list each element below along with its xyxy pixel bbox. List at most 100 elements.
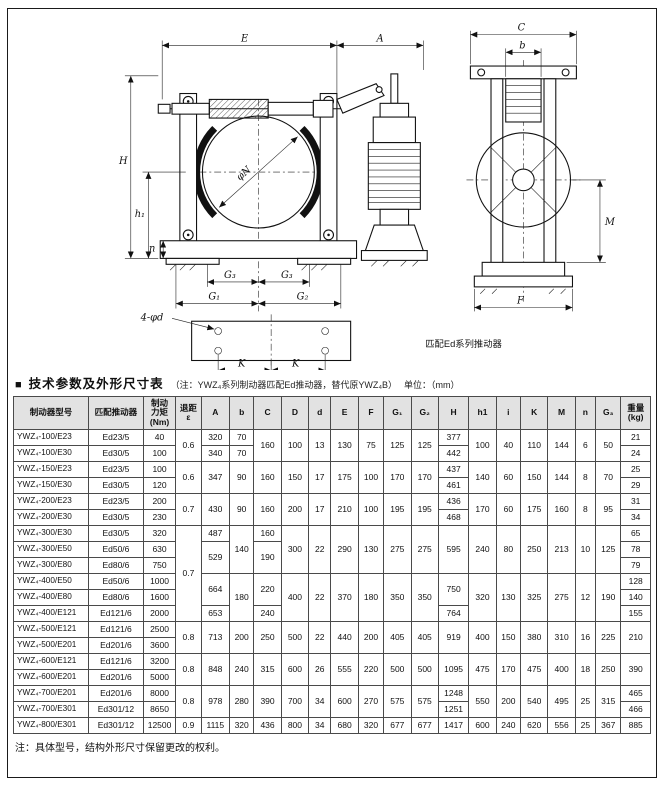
model-cell: YWZ₄-600/E201 <box>12 668 90 686</box>
value-cell: Ed30/5 <box>88 444 144 462</box>
value-cell: 175 <box>520 492 549 526</box>
value-cell: 70 <box>228 428 255 446</box>
value-cell: 575 <box>410 684 439 718</box>
value-cell: 0.8 <box>175 620 202 654</box>
value-cell: 848 <box>200 652 231 686</box>
model-cell: YWZ₄-100/E23 <box>12 428 90 446</box>
dim-label-h: H <box>118 156 128 167</box>
value-cell: 17 <box>308 460 332 494</box>
dim-label-f: F <box>516 296 525 307</box>
value-cell: 22 <box>308 572 332 622</box>
value-cell: 0.9 <box>175 716 202 734</box>
value-cell: 468 <box>437 508 470 526</box>
value-cell: 144 <box>547 460 576 494</box>
value-cell: Ed30/5 <box>88 508 144 526</box>
value-cell: 79 <box>620 556 651 574</box>
value-cell: 0.6 <box>175 428 202 462</box>
value-cell: Ed121/6 <box>88 604 144 622</box>
value-cell: 380 <box>520 620 549 654</box>
column-header: E <box>330 396 359 430</box>
value-cell: 130 <box>330 428 359 462</box>
value-cell: 2500 <box>142 620 177 638</box>
value-cell: 250 <box>595 652 622 686</box>
value-cell: Ed23/5 <box>88 492 144 510</box>
value-cell: Ed80/6 <box>88 556 144 574</box>
value-cell: 144 <box>547 428 576 462</box>
value-cell: 200 <box>142 492 177 510</box>
model-cell: YWZ₄-400/E121 <box>12 604 90 622</box>
section-header: ■ 技术参数及外形尺寸表 （注：YWZ₄系列制动器匹配Ed推动器，替代原YWZ₄… <box>15 373 651 392</box>
mounting-base <box>159 240 358 259</box>
model-cell: YWZ₄-600/E121 <box>12 652 90 670</box>
value-cell: Ed201/6 <box>88 636 144 654</box>
value-cell: 487 <box>200 524 231 542</box>
value-cell: 125 <box>383 428 412 462</box>
value-cell: 150 <box>520 460 549 494</box>
value-cell: 65 <box>620 524 651 542</box>
value-cell: 130 <box>495 572 522 622</box>
side-view: C b M F 匹配Ed系列推动器 <box>425 23 616 349</box>
page-frame: φN E A H h₁ n G₃ <box>7 8 657 778</box>
column-header: K <box>520 396 549 430</box>
value-cell: 90 <box>228 460 255 494</box>
thruster <box>360 73 428 261</box>
value-cell: Ed30/5 <box>88 524 144 542</box>
value-cell: 10 <box>574 524 597 574</box>
value-cell: 400 <box>468 620 497 654</box>
value-cell: 17 <box>308 492 332 526</box>
value-cell: Ed201/6 <box>88 668 144 686</box>
dim-label-b: b <box>519 40 525 51</box>
value-cell: 280 <box>228 684 255 718</box>
value-cell: 653 <box>200 604 231 622</box>
dim-label-g3-left: G₃ <box>224 270 236 281</box>
value-cell: 31 <box>620 492 651 510</box>
dim-label-k-left: K <box>237 358 246 369</box>
value-cell: 630 <box>142 540 177 558</box>
value-cell: 170 <box>468 492 497 526</box>
value-cell: 2000 <box>142 604 177 622</box>
model-cell: YWZ₄-700/E301 <box>12 700 90 718</box>
unit-note: 单位：（mm） <box>404 380 460 391</box>
value-cell: 90 <box>228 492 255 526</box>
model-cell: YWZ₄-150/E23 <box>12 460 90 478</box>
dim-label-g1: G₁ <box>208 292 220 303</box>
value-cell: 25 <box>620 460 651 478</box>
value-cell: 1251 <box>437 700 470 718</box>
value-cell: 110 <box>520 428 549 462</box>
value-cell: 13 <box>308 428 332 462</box>
value-cell: 347 <box>200 460 231 494</box>
value-cell: 18 <box>574 652 597 686</box>
model-cell: YWZ₄-500/E201 <box>12 636 90 654</box>
value-cell: 210 <box>330 492 359 526</box>
main-spring <box>208 98 269 119</box>
value-cell: 160 <box>547 492 576 526</box>
value-cell: 170 <box>410 460 439 494</box>
model-cell: YWZ₄-400/E80 <box>12 588 90 606</box>
value-cell: 677 <box>410 716 439 734</box>
value-cell: 128 <box>620 572 651 590</box>
column-header: M <box>547 396 576 430</box>
value-cell: 160 <box>253 428 282 462</box>
model-cell: YWZ₄-300/E50 <box>12 540 90 558</box>
dim-label-n: n <box>149 244 155 255</box>
value-cell: 190 <box>253 540 282 574</box>
value-cell: 550 <box>468 684 497 718</box>
value-cell: Ed50/6 <box>88 540 144 558</box>
column-header: A <box>200 396 231 430</box>
value-cell: 495 <box>547 684 576 718</box>
value-cell: Ed50/6 <box>88 572 144 590</box>
value-cell: Ed23/5 <box>88 428 144 446</box>
value-cell: 24 <box>620 444 651 462</box>
column-header: G₁ <box>383 396 412 430</box>
value-cell: 677 <box>383 716 412 734</box>
value-cell: 60 <box>495 492 522 526</box>
dim-label-g3-right: G₃ <box>281 270 293 281</box>
column-header: F <box>357 396 385 430</box>
